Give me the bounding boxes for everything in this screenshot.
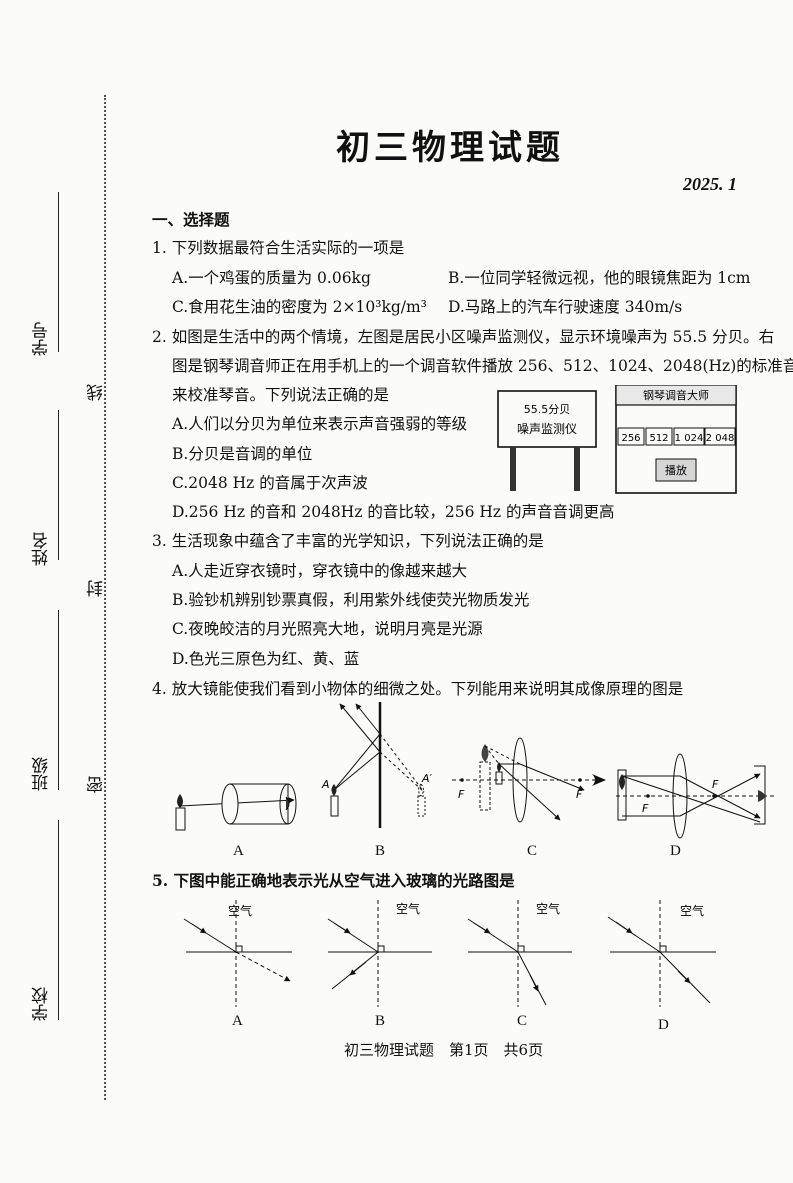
q5-stem: 5. 下图中能正确地表示光从空气进入玻璃的光路图是	[152, 871, 515, 890]
freq-1024[interactable]: 1 024	[675, 433, 704, 444]
page-footer: 初三物理试题 第1页 共6页	[344, 1041, 544, 1059]
freq-512[interactable]: 512	[649, 433, 668, 444]
exam-date: 2025. 1	[683, 174, 737, 194]
q4-label-b: B	[375, 843, 386, 859]
q5-figure-b: 空气	[327, 900, 432, 1007]
q4-label-c: C	[527, 843, 538, 859]
q1-option-b: B.一位同学轻微远视，他的眼镜焦距为 1cm	[448, 269, 751, 287]
field-blank-class	[58, 610, 59, 790]
q1-option-d: D.马路上的汽车行驶速度 340m/s	[448, 298, 683, 316]
q3-stem: 3. 生活现象中蕴含了丰富的光学知识，下列说法正确的是	[152, 532, 544, 550]
page-title: 初三物理试题	[336, 128, 564, 168]
q3-option-b: B.验钞机辨别钞票真假，利用紫外线使荧光物质发光	[172, 591, 530, 609]
q4-label-a: A	[233, 843, 244, 859]
q5-label-b: B	[375, 1013, 386, 1029]
q5b-medium: 空气	[396, 901, 420, 916]
q4-figure-d: F F	[616, 753, 774, 839]
q3-option-a: A.人走近穿衣镜时，穿衣镜中的像越来越大	[172, 562, 468, 580]
q4d-focus-right: F	[712, 778, 719, 791]
field-blank-name	[58, 410, 59, 560]
q4-figure-a	[175, 783, 297, 831]
q4d-focus-left: F	[642, 802, 649, 815]
q5a-medium: 空气	[228, 903, 252, 918]
q2-option-a: A.人们以分贝为单位来表示声音强弱的等级	[172, 415, 468, 433]
binding-mark-secret: 密	[87, 776, 107, 793]
q3-option-c: C.夜晚皎洁的月光照亮大地，说明月亮是光源	[172, 620, 483, 638]
q1-option-a: A.一个鸡蛋的质量为 0.06kg	[172, 269, 371, 287]
q4-figure-b: A A′	[321, 702, 433, 828]
field-label-student-id: 学号	[32, 322, 52, 356]
binding-mark-line: 线	[87, 384, 107, 401]
field-label-class: 班级	[32, 757, 52, 791]
q3-option-d: D.色光三原色为红、黄、蓝	[172, 650, 360, 668]
app-title: 钢琴调音大师	[643, 388, 709, 402]
q1-option-c: C.食用花生油的密度为 2×10³kg/m³	[172, 298, 427, 316]
q5-figures: 空气 空气 空气 空气	[183, 900, 716, 1007]
q2-option-c: C.2048 Hz 的音属于次声波	[172, 474, 368, 492]
field-blank-school	[58, 820, 59, 1020]
q4-stem: 4. 放大镜能使我们看到小物体的细微之处。下列能用来说明其成像原理的图是	[152, 680, 684, 698]
q4-figure-c: F F	[452, 737, 606, 823]
monitor-value: 55.5分贝	[524, 403, 571, 416]
q4b-label-a-prime: A′	[421, 772, 433, 785]
q4c-focus-right: F	[576, 788, 583, 801]
q5-figure-c: 空气	[467, 900, 572, 1007]
q4-label-d: D	[670, 843, 681, 859]
binding-mark-seal: 封	[87, 580, 107, 597]
q2-stem-line2: 图是钢琴调音师正在用手机上的一个调音软件播放 256、512、1024、2048…	[172, 357, 793, 375]
q2-stem-line1: 2. 如图是生活中的两个情境，左图是居民小区噪声监测仪，显示环境噪声为 55.5…	[152, 328, 775, 346]
q1-stem: 1. 下列数据最符合生活实际的一项是	[152, 239, 405, 257]
field-blank-student-id	[58, 192, 59, 352]
freq-2048[interactable]: 2 048	[706, 433, 735, 444]
q2-option-b: B.分贝是音调的单位	[172, 445, 313, 463]
section-heading: 一、选择题	[152, 210, 230, 229]
q5-label-d: D	[658, 1017, 669, 1033]
q5-label-a: A	[232, 1013, 243, 1029]
q4-figures: A A′ F F F F	[175, 702, 774, 839]
q5-label-c: C	[517, 1013, 528, 1029]
q5d-medium: 空气	[680, 903, 704, 918]
monitor-name: 噪声监测仪	[517, 422, 577, 436]
binding-dotted-line	[104, 95, 106, 1100]
q4b-label-a: A	[321, 778, 330, 791]
field-label-school: 学校	[32, 987, 52, 1021]
noise-monitor-figure: 55.5分贝 噪声监测仪	[497, 390, 597, 491]
q2-figures: 55.5分贝 噪声监测仪 钢琴调音大师 256 512 1 024 2 048 …	[497, 385, 737, 494]
play-button[interactable]	[655, 458, 697, 482]
q5-figure-d: 空气	[607, 900, 716, 1007]
q5c-medium: 空气	[536, 901, 560, 916]
tuner-app-figure: 钢琴调音大师 256 512 1 024 2 048 播放	[615, 385, 737, 494]
q2-option-d: D.256 Hz 的音和 2048Hz 的音比较，256 Hz 的声音音调更高	[172, 503, 615, 521]
q4c-focus-left: F	[458, 788, 465, 801]
q5-figure-a: 空气	[183, 900, 292, 1007]
q2-stem-line3: 来校准琴音。下列说法正确的是	[172, 386, 390, 404]
play-button-label: 播放	[665, 463, 687, 477]
freq-256[interactable]: 256	[621, 433, 640, 444]
field-label-name: 姓名	[32, 532, 52, 566]
